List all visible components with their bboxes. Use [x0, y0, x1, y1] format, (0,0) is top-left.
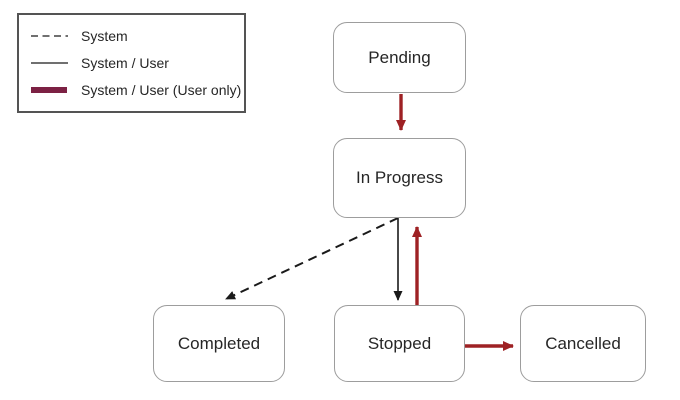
node-stopped-label: Stopped — [367, 333, 432, 353]
edge-inprogress-to-completed — [225, 217, 399, 300]
thick-bar-icon — [31, 86, 68, 93]
node-pending: Pending — [333, 22, 466, 93]
legend-label-system-user: System / User — [81, 54, 169, 71]
node-pending-label: Pending — [368, 47, 431, 67]
solid-line-icon — [31, 61, 68, 65]
legend-label-user-only: System / User (User only) — [81, 81, 242, 98]
node-cancelled-label: Cancelled — [545, 333, 621, 353]
node-completed-label: Completed — [177, 333, 261, 353]
node-in-progress-label: In Progress — [356, 168, 443, 187]
legend-label-system: System — [81, 28, 128, 45]
node-completed: Completed — [153, 305, 285, 382]
legend-item-system: System — [31, 28, 238, 44]
node-cancelled: Cancelled — [520, 305, 646, 382]
legend-item-user-only: System / User (User only) — [31, 81, 242, 98]
node-in-progress: In Progress — [333, 138, 466, 218]
dashed-line-icon — [31, 34, 68, 38]
legend-box: System System / User System / User (User… — [17, 13, 246, 113]
node-stopped: Stopped — [334, 305, 465, 382]
legend-item-system-user: System / User — [31, 55, 238, 71]
